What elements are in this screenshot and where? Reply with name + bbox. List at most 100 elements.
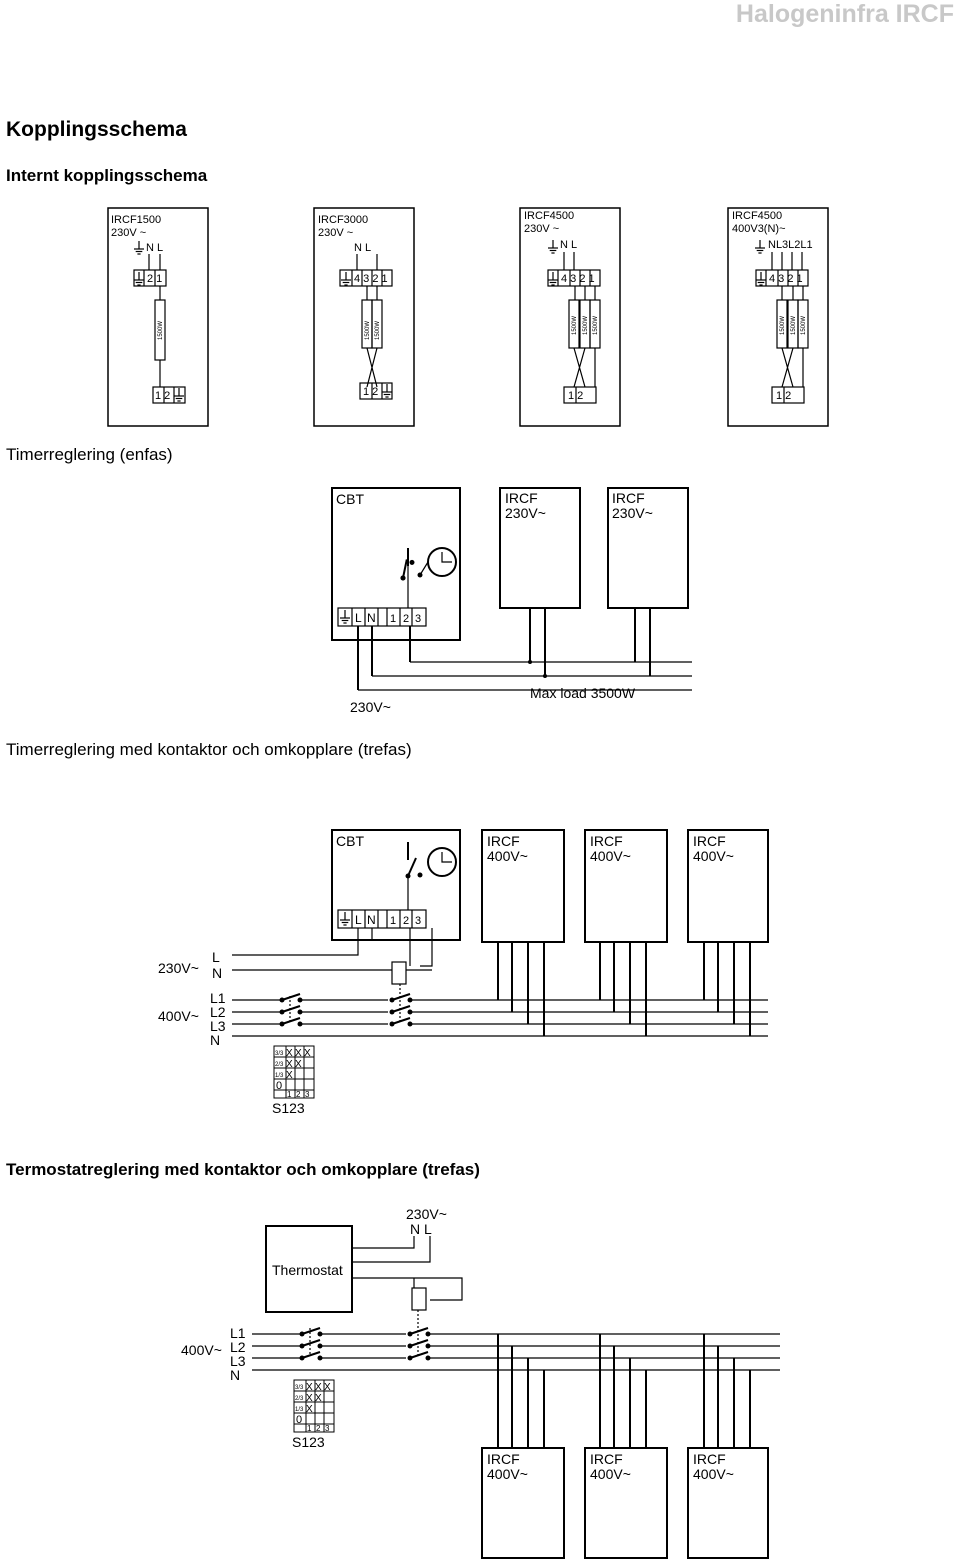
unit-3-model: IRCF4500 — [524, 210, 574, 222]
trefas-switch-label: S123 — [272, 1100, 305, 1116]
unit-3-element-3: 1500W — [593, 316, 599, 335]
internal-unit-3: IRCF4500 230V ~ N L 4 3 2 1 1500W 1500W … — [519, 207, 621, 427]
unit-3-terminals: 4 3 2 1 — [561, 273, 595, 285]
trefas-heater-3-voltage: 400V~ — [693, 848, 734, 864]
thermo-supply-3ph: 400V~ — [181, 1342, 222, 1358]
unit-4-supply: NL3L2L1 — [768, 239, 813, 251]
trefas-sw-col-3: 3 — [305, 1090, 310, 1099]
thermo-sw-row-4: 0 — [296, 1414, 302, 1426]
enfas-supply: 230V~ — [350, 699, 391, 715]
unit-4-element-1: 1500W — [780, 316, 786, 335]
trefas-term-2: 2 — [403, 915, 409, 927]
trefas-heater-2-name: IRCF — [590, 833, 623, 849]
trefas-sw-row-2: 2/3 — [275, 1062, 284, 1068]
thermo-sw-mark: X — [315, 1393, 322, 1404]
trefas-supply-1ph: 230V~ — [158, 960, 199, 976]
thermo-sw-col-2: 2 — [316, 1424, 321, 1433]
enfas-term-3: 3 — [415, 613, 421, 625]
thermostat-label: Thermostat — [272, 1262, 343, 1278]
thermo-heater-1 — [481, 1447, 565, 1559]
trefas-heater-3 — [687, 829, 769, 943]
enfas-heater-1-voltage: 230V~ — [505, 505, 546, 521]
unit-4-bottom-terminals: 1 2 — [776, 390, 791, 402]
enfas-heater-1 — [499, 487, 581, 609]
heading-trefas-thermostat: Termostatreglering med kontaktor och omk… — [6, 1160, 480, 1179]
unit-2-element-1: 1500W — [365, 321, 371, 340]
unit-4-element-3: 1500W — [801, 316, 807, 335]
thermo-heater-1-voltage: 400V~ — [487, 1466, 528, 1482]
trefas-sw-mark: X — [295, 1048, 302, 1059]
trefas-line-l: L — [212, 949, 220, 965]
trefas-heater-1-name: IRCF — [487, 833, 520, 849]
thermo-heater-3-name: IRCF — [693, 1451, 726, 1467]
unit-2-model: IRCF3000 — [318, 214, 368, 226]
heading-trefas-timer: Timerreglering med kontaktor och omkoppl… — [6, 740, 412, 759]
trefas-line-n2: N — [210, 1032, 220, 1048]
unit-2-voltage: 230V ~ — [318, 227, 353, 239]
unit-2-terminals: 4 3 2 1 — [354, 273, 388, 285]
internal-unit-1: IRCF1500 230V ~ N L 2 1 1500W 1 2 — [107, 207, 209, 427]
thermo-sw-mark: X — [324, 1382, 331, 1393]
thermo-supply-top: 230V~ — [406, 1206, 447, 1222]
thermo-sw-col-3: 3 — [325, 1424, 330, 1433]
thermo-sw-mark: X — [306, 1404, 313, 1415]
thermo-sw-col-1: 1 — [307, 1424, 312, 1433]
trefas-sw-row-1: 3/3 — [275, 1051, 284, 1057]
thermo-sw-mark: X — [315, 1382, 322, 1393]
unit-4-element-2: 1500W — [791, 316, 797, 335]
unit-3-voltage: 230V ~ — [524, 223, 559, 235]
trefas-term-n: N — [367, 913, 376, 927]
trefas-sw-row-4: 0 — [276, 1080, 282, 1092]
trefas-contactor-coil — [391, 961, 407, 985]
heading-enfas: Timerreglering (enfas) — [6, 445, 173, 464]
trefas-heater-2 — [584, 829, 668, 943]
enfas-term-l: L — [355, 611, 362, 625]
trefas-term-3: 3 — [415, 915, 421, 927]
internal-unit-2: IRCF3000 230V ~ N L 4 3 2 1 1500W 1500W … — [313, 207, 415, 427]
unit-3-supply: N L — [560, 239, 577, 251]
unit-1-bottom-terminals: 1 2 — [155, 390, 170, 402]
internal-unit-4: IRCF4500 400V3(N)~ NL3L2L1 4 3 2 1 1500W… — [727, 207, 829, 427]
trefas-line-n: N — [212, 965, 222, 981]
enfas-heater-2 — [607, 487, 689, 609]
unit-3-element-2: 1500W — [583, 316, 589, 335]
thermo-line-l3: L3 — [230, 1353, 246, 1369]
trefas-heater-1 — [481, 829, 565, 943]
unit-2-bottom-terminals: 1 2 — [363, 386, 378, 398]
enfas-heater-1-name: IRCF — [505, 490, 538, 506]
thermo-sw-row-2: 2/3 — [295, 1396, 304, 1402]
brand-title: Halogeninfra IRCF — [735, 0, 954, 28]
trefas-sw-col-2: 2 — [296, 1090, 301, 1099]
thermo-heater-2-voltage: 400V~ — [590, 1466, 631, 1482]
diagram-enfas: CBT L N 1 2 3 IRCF 230V~ IRCF 230V~ — [331, 487, 692, 715]
unit-4-model: IRCF4500 — [732, 210, 782, 222]
unit-2-element-2: 1500W — [375, 321, 381, 340]
thermo-heater-2-name: IRCF — [590, 1451, 623, 1467]
trefas-sw-mark: X — [286, 1048, 293, 1059]
diagram-trefas-timer: CBT L N 1 2 3 IRCF 400V~ IRCF 400V~ IRCF… — [158, 829, 769, 1116]
enfas-max-load: Max load 3500W — [530, 685, 636, 701]
unit-1-voltage: 230V ~ — [111, 227, 146, 239]
thermo-contactor-coil — [411, 1287, 427, 1311]
enfas-cbt-box — [331, 487, 461, 641]
trefas-term-l: L — [355, 913, 362, 927]
unit-1-element-1: 1500W — [158, 321, 164, 340]
enfas-term-2: 2 — [403, 613, 409, 625]
thermo-sw-row-1: 3/3 — [295, 1385, 304, 1391]
enfas-term-1: 1 — [390, 613, 396, 625]
unit-1-terminals: 2 1 — [147, 273, 162, 285]
thermo-line-l1: L1 — [230, 1325, 246, 1341]
thermo-heater-2 — [584, 1447, 668, 1559]
thermostat-box — [265, 1225, 353, 1313]
trefas-heater-1-voltage: 400V~ — [487, 848, 528, 864]
trefas-clock-icon — [427, 847, 457, 877]
unit-2-supply: N L — [354, 242, 371, 254]
trefas-line-l1: L1 — [210, 990, 226, 1006]
enfas-cbt-label: CBT — [336, 491, 364, 507]
unit-4-terminals: 4 3 2 1 — [769, 273, 803, 285]
enfas-heater-2-voltage: 230V~ — [612, 505, 653, 521]
thermo-heater-1-name: IRCF — [487, 1451, 520, 1467]
trefas-sw-mark: X — [304, 1048, 311, 1059]
thermo-heater-3-voltage: 400V~ — [693, 1466, 734, 1482]
